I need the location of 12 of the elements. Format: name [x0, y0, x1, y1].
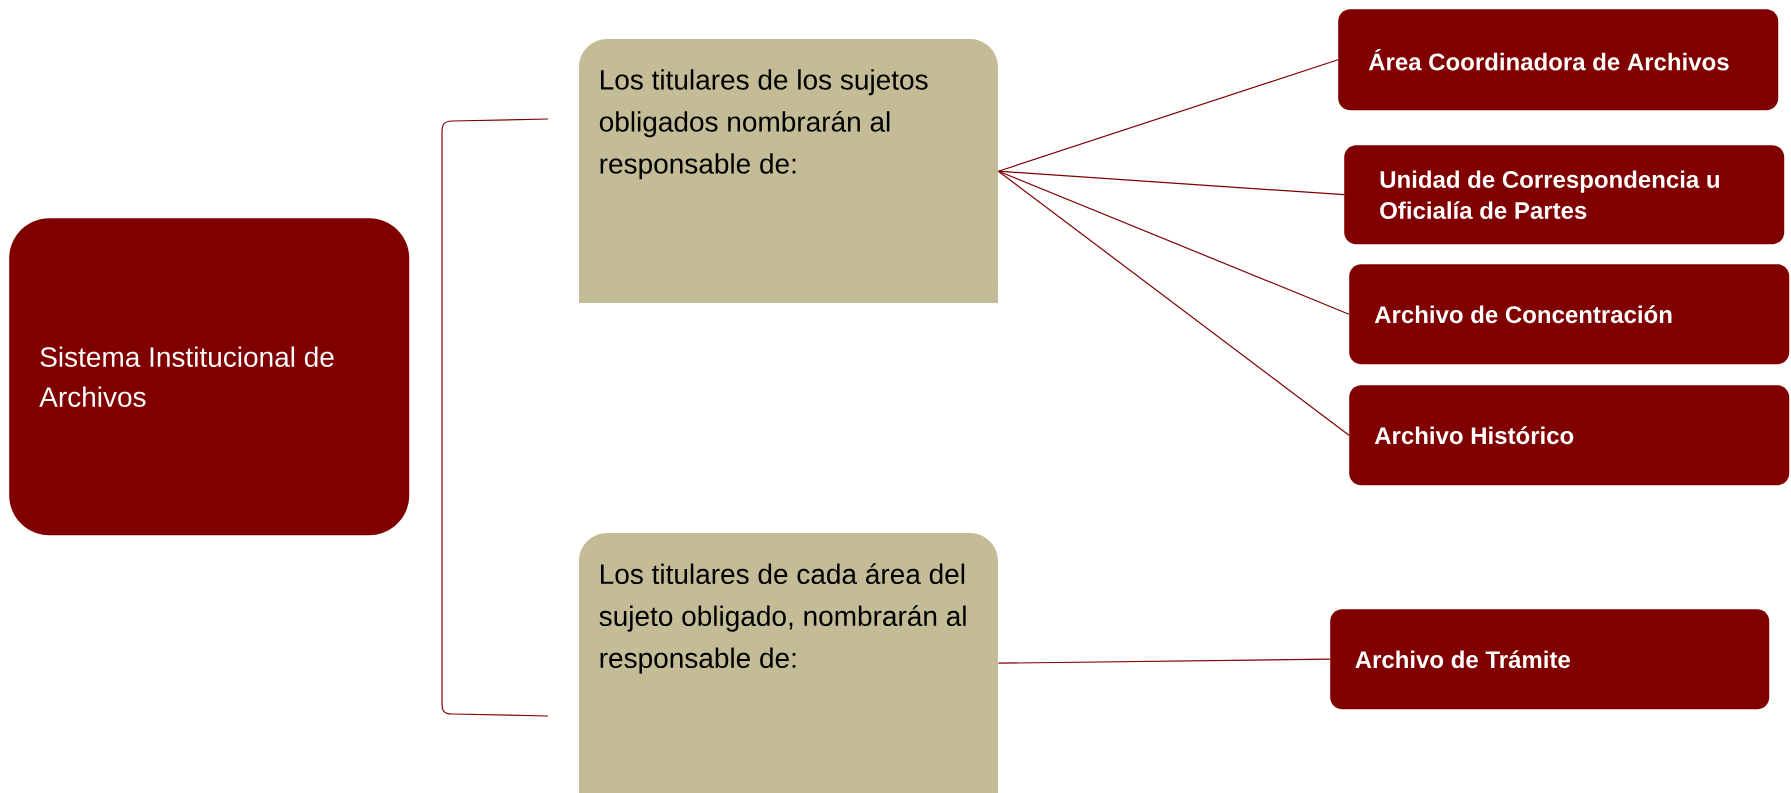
label-box: Archivo de Concentración — [1349, 264, 1790, 365]
connector-line — [997, 170, 1350, 315]
connector-line — [997, 170, 1350, 436]
title-box: Sistema Institucional de Archivos — [9, 218, 410, 536]
text-box: Los titulares de cada área del sujeto obligado, nombrarán al responsable de: — [579, 533, 998, 793]
label-box: Archivo Histórico — [1349, 385, 1790, 486]
label-box: Área Coordinadora de Archivos — [1338, 9, 1779, 111]
label-box: Unidad de Correspondencia u Oficialía de Partes — [1344, 145, 1785, 245]
connector-line — [997, 658, 1331, 664]
label-box: Archivo de Trámite — [1330, 609, 1770, 710]
connector-line — [997, 59, 1339, 172]
text-box: Los titulares de los sujetos obligados nombrarán al responsable de: — [579, 39, 998, 303]
